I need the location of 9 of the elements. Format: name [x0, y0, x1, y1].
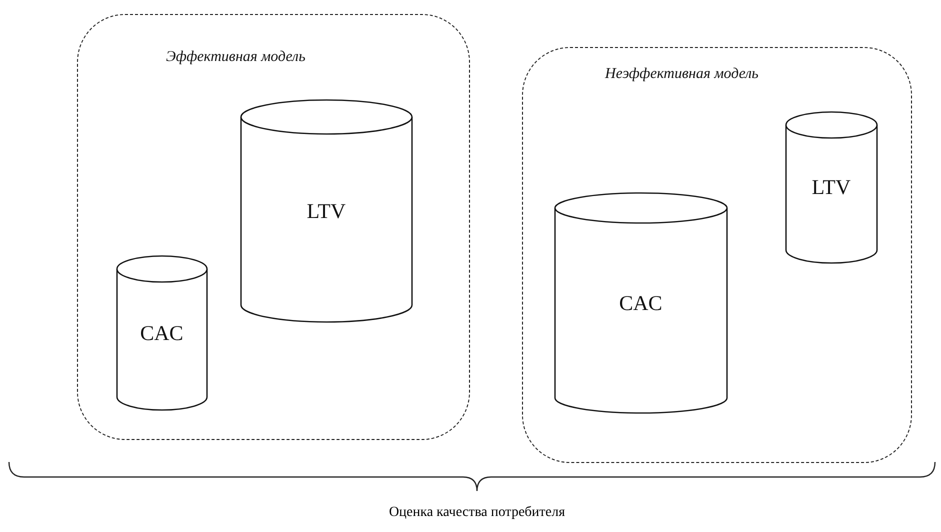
cylinder-label: LTV	[810, 175, 852, 200]
dashed-group-box	[77, 14, 470, 440]
brace-label: Оценка качества потребителя	[388, 505, 566, 521]
group-heading: Эффективная модель	[166, 49, 306, 66]
cylinder-label: CAC	[618, 290, 664, 316]
dashed-group-box	[522, 47, 912, 463]
group-heading: Неэффективная модель	[605, 66, 758, 83]
cylinder-label: LTV	[306, 198, 347, 224]
cylinder-label: CAC	[139, 320, 184, 346]
